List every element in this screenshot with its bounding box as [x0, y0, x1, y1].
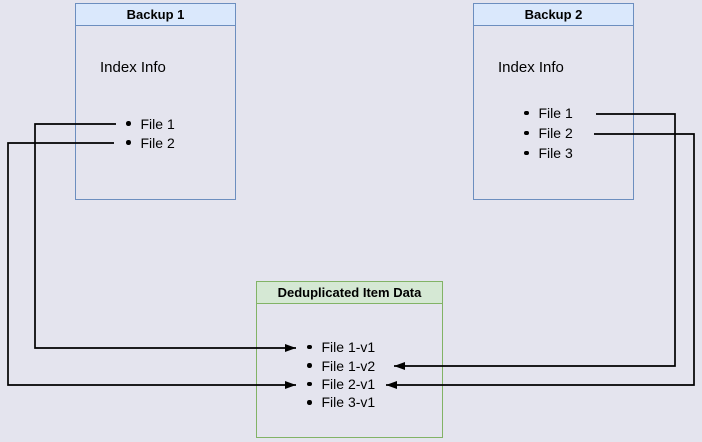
backup-1-body: Index Info File 1 File 2	[76, 26, 235, 199]
list-item: File 1-v1	[307, 338, 375, 356]
list-item: File 2	[126, 133, 175, 152]
backup-1-title: Backup 1	[126, 7, 185, 22]
bullet-icon	[307, 344, 312, 350]
bullet-icon	[524, 150, 529, 156]
backup-1-file-list: File 1 File 2	[126, 114, 175, 152]
file-label: File 2	[538, 125, 573, 141]
backup-1-index-info-label: Index Info	[100, 59, 166, 76]
list-item: File 1	[126, 114, 175, 133]
bullet-icon	[307, 400, 312, 405]
file-label: File 2-v1	[321, 375, 376, 392]
list-item: File 2-v1	[307, 375, 375, 393]
file-label: File 3-v1	[321, 394, 376, 411]
file-label: File 1-v2	[321, 357, 376, 374]
file-label: File 3	[538, 145, 573, 161]
bullet-icon	[126, 121, 131, 126]
backup-2-box: Backup 2 Index Info File 1 File 2 File 3	[473, 3, 634, 200]
backup-2-header: Backup 2	[474, 4, 633, 26]
file-label: File 1	[538, 105, 573, 121]
list-item: File 3	[524, 143, 573, 163]
bullet-icon	[524, 130, 529, 136]
backup-2-title: Backup 2	[524, 7, 583, 22]
backup-2-file-list: File 1 File 2 File 3	[524, 103, 573, 163]
backup-2-index-info-label: Index Info	[498, 59, 564, 76]
backup-2-body: Index Info File 1 File 2 File 3	[474, 26, 633, 199]
file-label: File 1	[140, 115, 175, 132]
deduplicated-item-data-header: Deduplicated Item Data	[257, 282, 442, 304]
deduplicated-item-data-title: Deduplicated Item Data	[277, 285, 422, 300]
bullet-icon	[307, 363, 312, 368]
list-item: File 3-v1	[307, 393, 375, 411]
list-item: File 2	[524, 123, 573, 143]
list-item: File 1-v2	[307, 356, 375, 374]
file-label: File 2	[140, 134, 175, 151]
bullet-icon	[524, 110, 529, 116]
backup-1-header: Backup 1	[76, 4, 235, 26]
list-item: File 1	[524, 103, 573, 123]
bullet-icon	[126, 140, 131, 145]
backup-1-box: Backup 1 Index Info File 1 File 2	[75, 3, 236, 200]
file-label: File 1-v1	[321, 339, 376, 356]
bullet-icon	[307, 381, 312, 387]
